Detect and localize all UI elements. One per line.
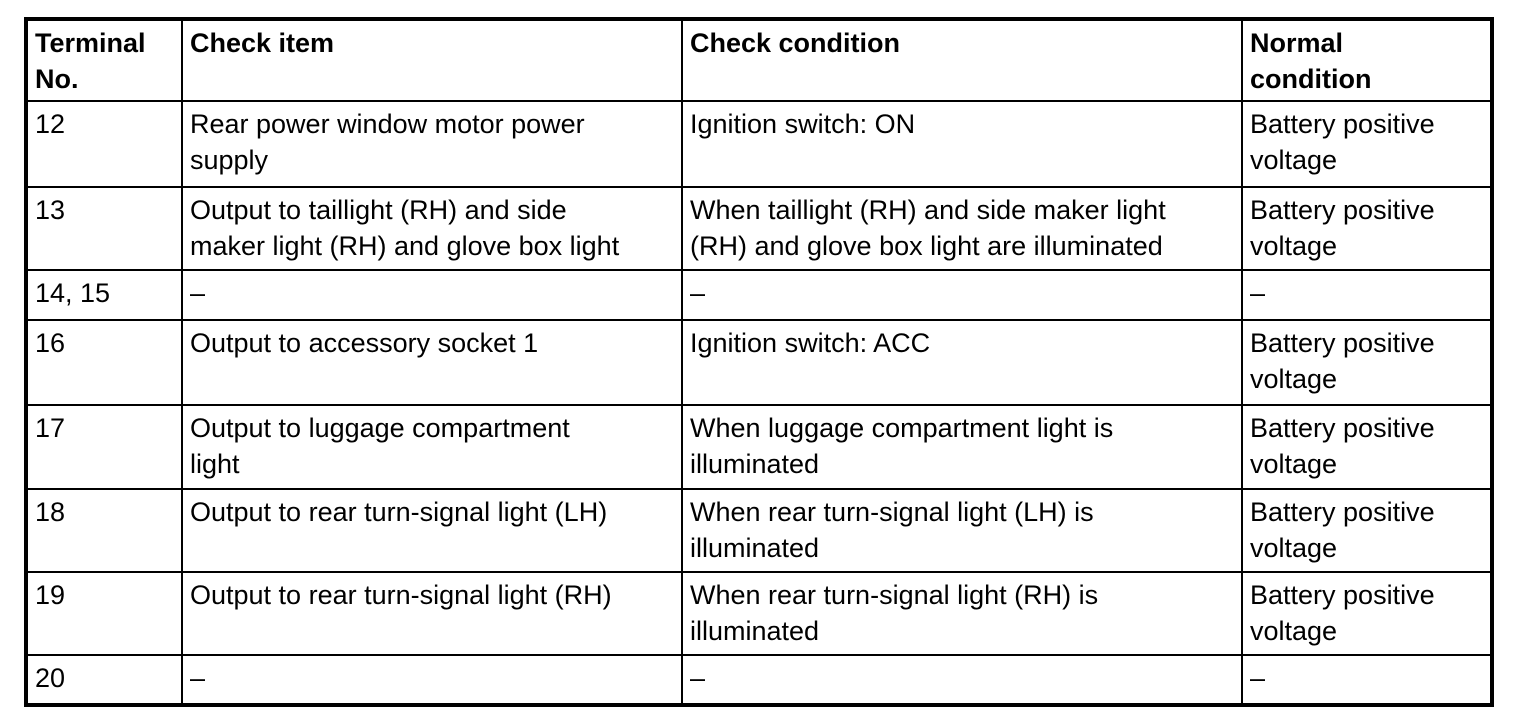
cell-normal-condition: Battery positive voltage <box>1241 319 1493 406</box>
cell-terminal-no: 14, 15 <box>25 269 183 321</box>
table-row: 17 Output to luggage compartment light W… <box>25 404 1493 490</box>
cell-terminal-no: 17 <box>25 404 183 490</box>
cell-check-condition: Ignition switch: ACC <box>681 319 1243 406</box>
cell-check-item: Output to luggage compartment light <box>181 404 683 490</box>
cell-normal-condition: Battery positive voltage <box>1241 100 1493 188</box>
cell-terminal-no: 13 <box>25 186 183 271</box>
cell-check-item: Output to taillight (RH) and side maker … <box>181 186 683 271</box>
cell-terminal-no: 12 <box>25 100 183 188</box>
header-terminal-no: Terminal No. <box>25 18 183 102</box>
cell-check-condition: When rear turn-signal light (LH) is illu… <box>681 488 1243 573</box>
header-check-item: Check item <box>181 18 683 102</box>
cell-check-condition: When rear turn-signal light (RH) is illu… <box>681 571 1243 656</box>
header-check-condition: Check condition <box>681 18 1243 102</box>
header-normal-condition: Normal condition <box>1241 18 1493 102</box>
table-row: 16 Output to accessory socket 1 Ignition… <box>25 319 1493 406</box>
cell-terminal-no: 18 <box>25 488 183 573</box>
table-row: 14, 15 – – – <box>25 269 1493 321</box>
cell-normal-condition: – <box>1241 654 1493 706</box>
table-header-row: Terminal No. Check item Check condition … <box>25 18 1493 102</box>
terminal-check-table: Terminal No. Check item Check condition … <box>24 17 1494 707</box>
cell-check-condition: When taillight (RH) and side maker light… <box>681 186 1243 271</box>
table-row: 13 Output to taillight (RH) and side mak… <box>25 186 1493 271</box>
cell-terminal-no: 19 <box>25 571 183 656</box>
cell-check-item: – <box>181 654 683 706</box>
cell-normal-condition: Battery positive voltage <box>1241 571 1493 656</box>
cell-check-condition: When luggage compartment light is illumi… <box>681 404 1243 490</box>
cell-check-item: Output to rear turn-signal light (LH) <box>181 488 683 573</box>
table-row: 12 Rear power window motor power supply … <box>25 100 1493 188</box>
cell-check-item: Output to accessory socket 1 <box>181 319 683 406</box>
cell-check-condition: Ignition switch: ON <box>681 100 1243 188</box>
cell-check-item: Rear power window motor power supply <box>181 100 683 188</box>
cell-check-item: – <box>181 269 683 321</box>
cell-normal-condition: Battery positive voltage <box>1241 488 1493 573</box>
cell-check-item: Output to rear turn-signal light (RH) <box>181 571 683 656</box>
cell-normal-condition: Battery positive voltage <box>1241 186 1493 271</box>
table-row: 19 Output to rear turn-signal light (RH)… <box>25 571 1493 656</box>
cell-check-condition: – <box>681 269 1243 321</box>
cell-terminal-no: 16 <box>25 319 183 406</box>
cell-normal-condition: – <box>1241 269 1493 321</box>
cell-check-condition: – <box>681 654 1243 706</box>
table-row: 20 – – – <box>25 654 1493 706</box>
cell-terminal-no: 20 <box>25 654 183 706</box>
cell-normal-condition: Battery positive voltage <box>1241 404 1493 490</box>
table-row: 18 Output to rear turn-signal light (LH)… <box>25 488 1493 573</box>
